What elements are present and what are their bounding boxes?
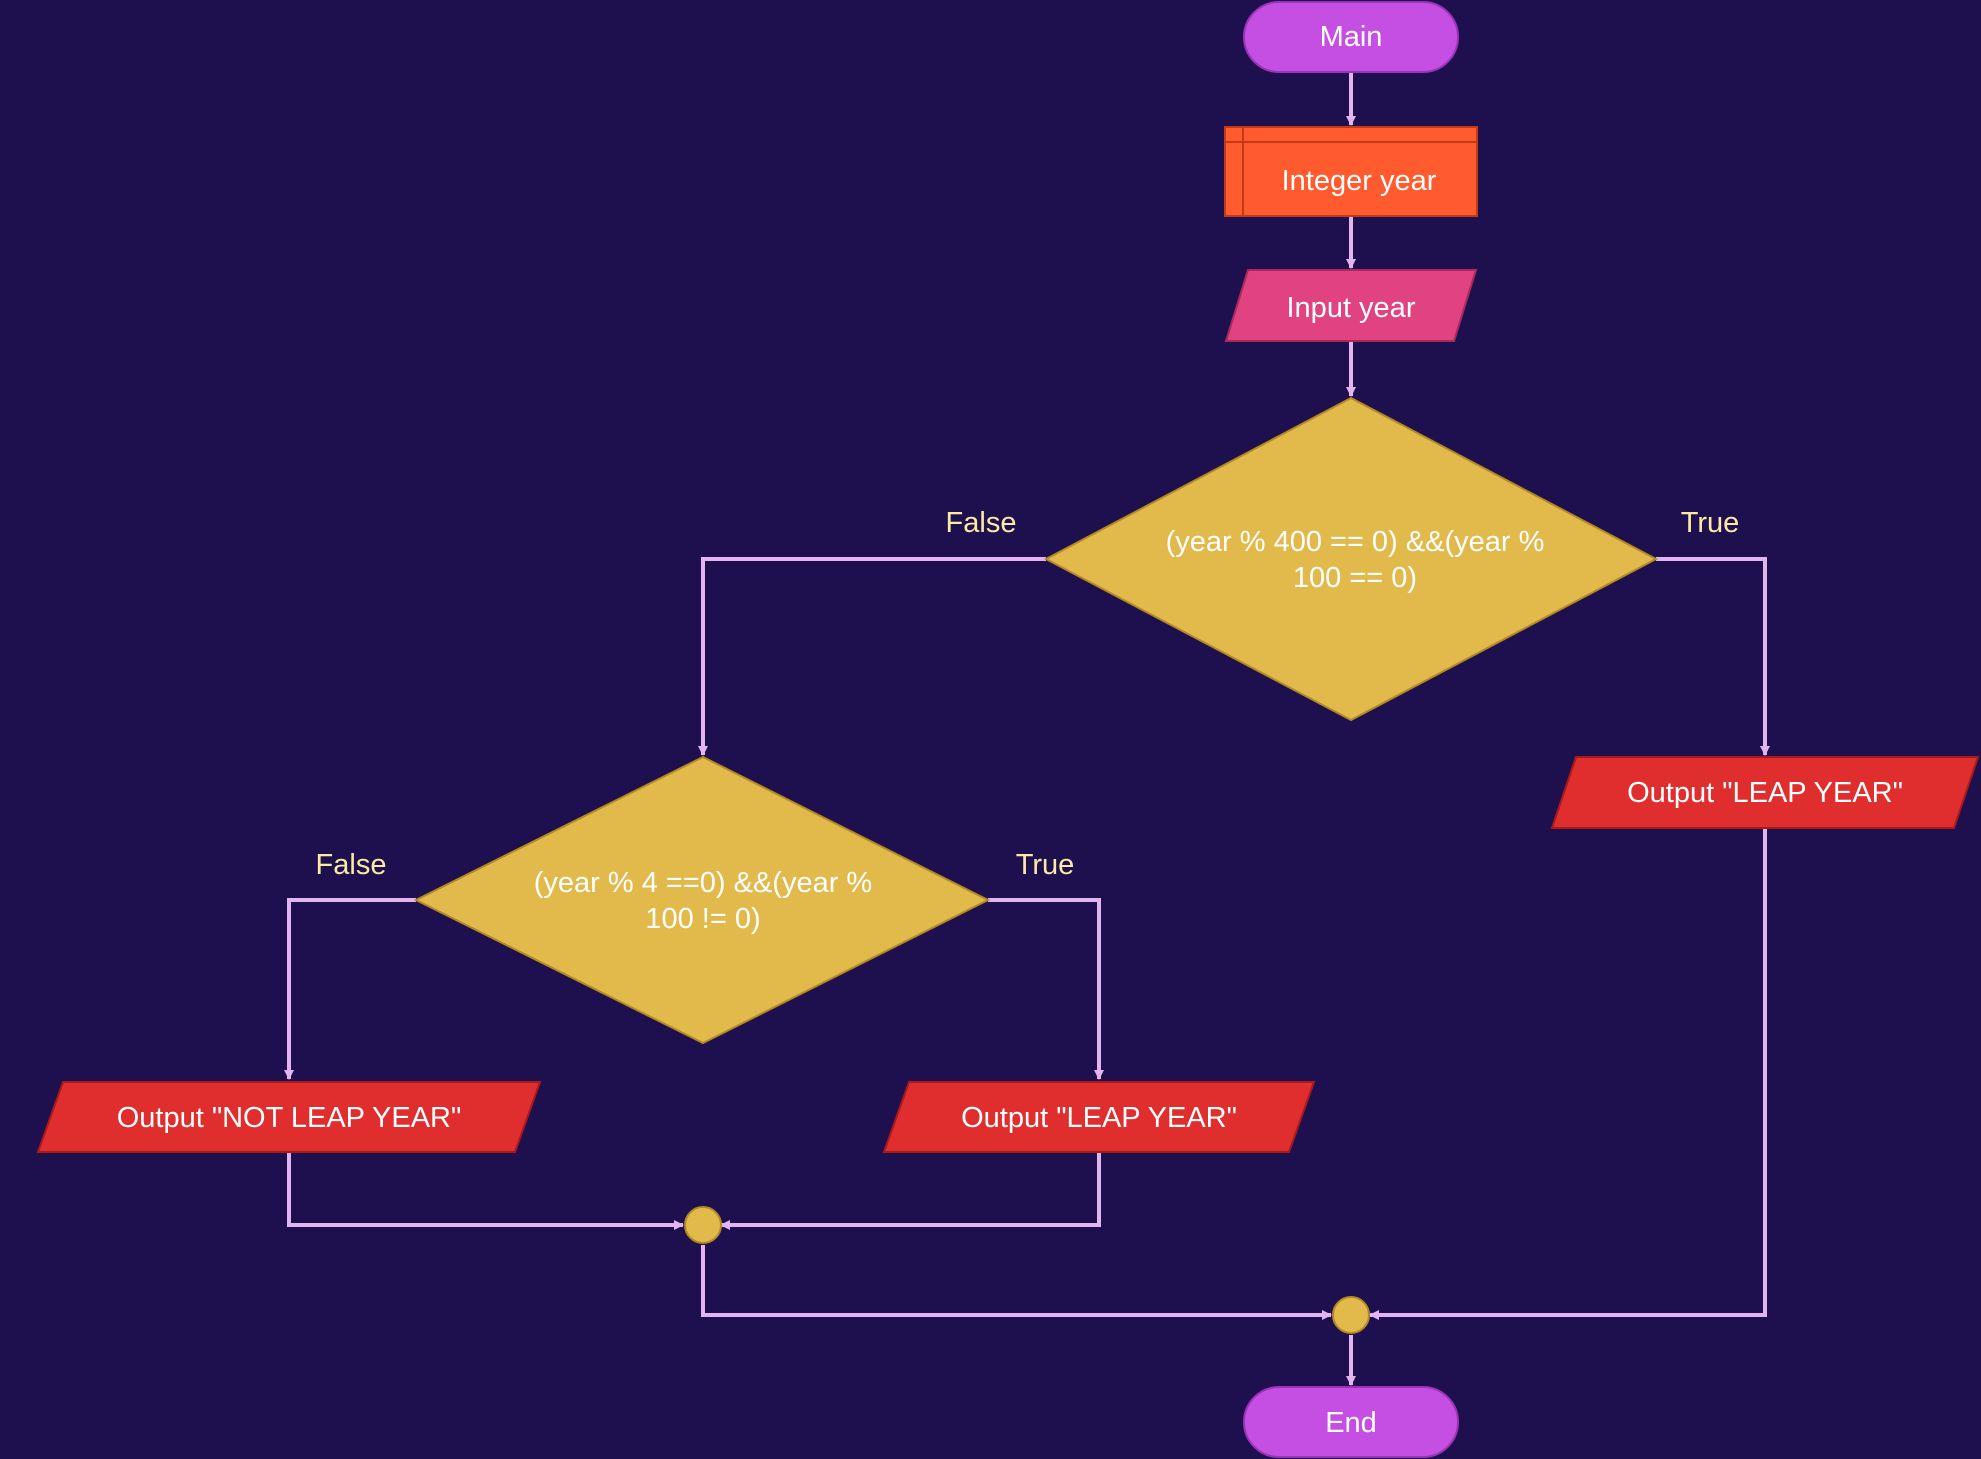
- connector-leapright-to-junction2: [1369, 829, 1767, 1320]
- output-not-leap-node[interactable]: Output "NOT LEAP YEAR": [36, 1081, 542, 1153]
- end-terminal[interactable]: End: [1243, 1386, 1459, 1458]
- output-leap-right-label: Output "LEAP YEAR": [1627, 777, 1903, 809]
- output-leap-mid-label: Output "LEAP YEAR": [961, 1102, 1237, 1134]
- connector-decision1-false: [698, 557, 1046, 756]
- junction-1: [684, 1206, 722, 1244]
- decision-400-line2: 100 == 0): [1293, 562, 1417, 594]
- decision-4-line2: 100 != 0): [645, 903, 760, 935]
- decision-400-false-label: False: [946, 507, 1017, 539]
- output-leap-right-node[interactable]: Output "LEAP YEAR": [1550, 756, 1980, 829]
- decision-4-node[interactable]: (year % 4 ==0) &&(year % 100 != 0): [413, 755, 991, 1045]
- connector-notleap-to-junction: [287, 1153, 684, 1230]
- start-label: Main: [1320, 21, 1383, 53]
- decision-400-node[interactable]: (year % 400 == 0) &&(year % 100 == 0): [1043, 396, 1659, 722]
- declare-label: Integer year: [1282, 165, 1437, 197]
- input-label: Input year: [1287, 292, 1416, 324]
- connector-decision1-true: [1656, 557, 1770, 756]
- start-terminal[interactable]: Main: [1243, 1, 1459, 73]
- end-label: End: [1325, 1407, 1377, 1439]
- connector-leapmid-to-junction: [720, 1153, 1101, 1230]
- declare-node[interactable]: Integer year: [1224, 126, 1478, 217]
- output-leap-mid-node[interactable]: Output "LEAP YEAR": [882, 1081, 1316, 1153]
- decision-4-false-label: False: [316, 849, 387, 881]
- output-not-leap-label: Output "NOT LEAP YEAR": [117, 1102, 462, 1134]
- decision-400-line1: (year % 400 == 0) &&(year %: [1166, 526, 1545, 558]
- decision-4-true-label: True: [1016, 849, 1075, 881]
- connector-decision2-false: [284, 898, 416, 1080]
- decision-400-true-label: True: [1681, 507, 1740, 539]
- input-node[interactable]: Input year: [1224, 269, 1478, 342]
- connector-junction1-to-junction2: [701, 1245, 1332, 1320]
- connectors: [284, 73, 1770, 1386]
- connector-decision2-true: [988, 898, 1104, 1080]
- junction-2: [1332, 1296, 1370, 1334]
- decision-4-line1: (year % 4 ==0) &&(year %: [534, 867, 872, 899]
